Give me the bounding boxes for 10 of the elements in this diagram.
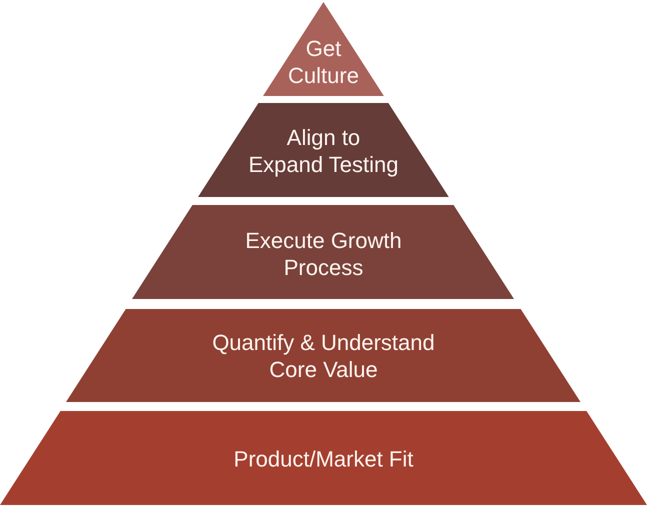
level-label: Product/Market Fit (232, 446, 414, 472)
pyramid-level (132, 205, 514, 299)
pyramid-level (0, 411, 647, 505)
level-label: Get Culture (287, 35, 360, 89)
level-label: Execute Growth Process (244, 227, 403, 281)
pyramid-level (198, 103, 449, 197)
pyramid-level (66, 309, 581, 402)
level-label: Align to Expand Testing (247, 124, 400, 178)
level-label: Quantify & Understand Core Value (211, 329, 436, 383)
pyramid-level (263, 2, 384, 96)
